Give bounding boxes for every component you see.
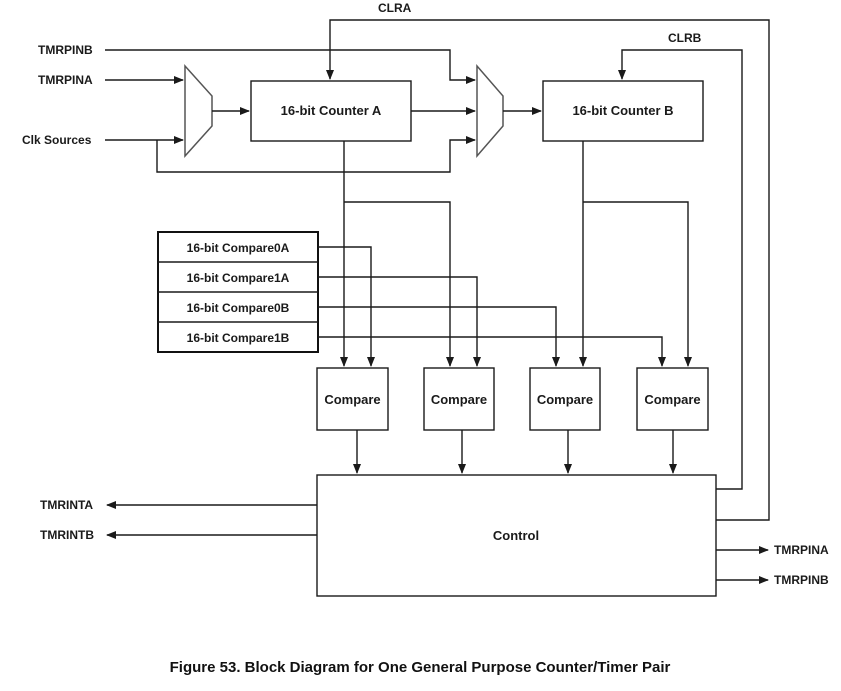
counter-b-branch-wire [583, 201, 692, 367]
tmrpinb-input-label: TMRPINB [38, 43, 93, 57]
compare-block-2 [423, 367, 495, 431]
tmrintb-label: TMRINTB [40, 528, 94, 542]
figure-caption: Figure 53. Block Diagram for One General… [170, 659, 671, 676]
control-label: Control [493, 528, 539, 543]
tmrpinb-input-wire [105, 49, 476, 84]
compare-register-1a: 16-bit Compare1A [187, 271, 290, 285]
tmrinta-label: TMRINTA [40, 498, 93, 512]
compare0b-wire [318, 306, 560, 367]
tmrpina-output-label: TMRPINA [774, 543, 829, 557]
compare1a-wire [318, 276, 481, 367]
counter-b-label: 16-bit Counter B [572, 103, 673, 118]
compare-register-1b: 16-bit Compare1B [187, 331, 290, 345]
counter-b-block [542, 80, 704, 142]
compare1b-wire [318, 336, 666, 367]
compare-block-1 [316, 367, 389, 431]
clra-label: CLRA [378, 1, 412, 15]
compare-register-0b: 16-bit Compare0B [187, 301, 290, 315]
compare-block-1-label: Compare [324, 392, 380, 407]
tmrpina-input-label: TMRPINA [38, 73, 93, 87]
clra-wire [326, 19, 770, 521]
mux-b [476, 63, 504, 159]
compare-block-2-label: Compare [431, 392, 487, 407]
compare-block-3-label: Compare [537, 392, 593, 407]
clrb-label: CLRB [668, 31, 702, 45]
counter-a-label: 16-bit Counter A [281, 103, 382, 118]
compare0a-wire [318, 246, 375, 367]
counter-a-branch-wire [344, 201, 454, 367]
mux-a [184, 64, 213, 158]
compare-block-4-label: Compare [644, 392, 700, 407]
compare-block-3 [529, 367, 601, 431]
compare-register-0a: 16-bit Compare0A [187, 241, 290, 255]
counter-a-block [250, 80, 412, 142]
compare-block-4 [636, 367, 709, 431]
clrb-wire [618, 49, 743, 490]
control-block [316, 474, 717, 597]
clk-sources-label: Clk Sources [22, 133, 92, 147]
compare-register-stack: 16-bit Compare0A 16-bit Compare1A 16-bit… [157, 231, 319, 353]
clk-sources-branch-wire [156, 136, 476, 173]
tmrpinb-output-label: TMRPINB [774, 573, 829, 587]
